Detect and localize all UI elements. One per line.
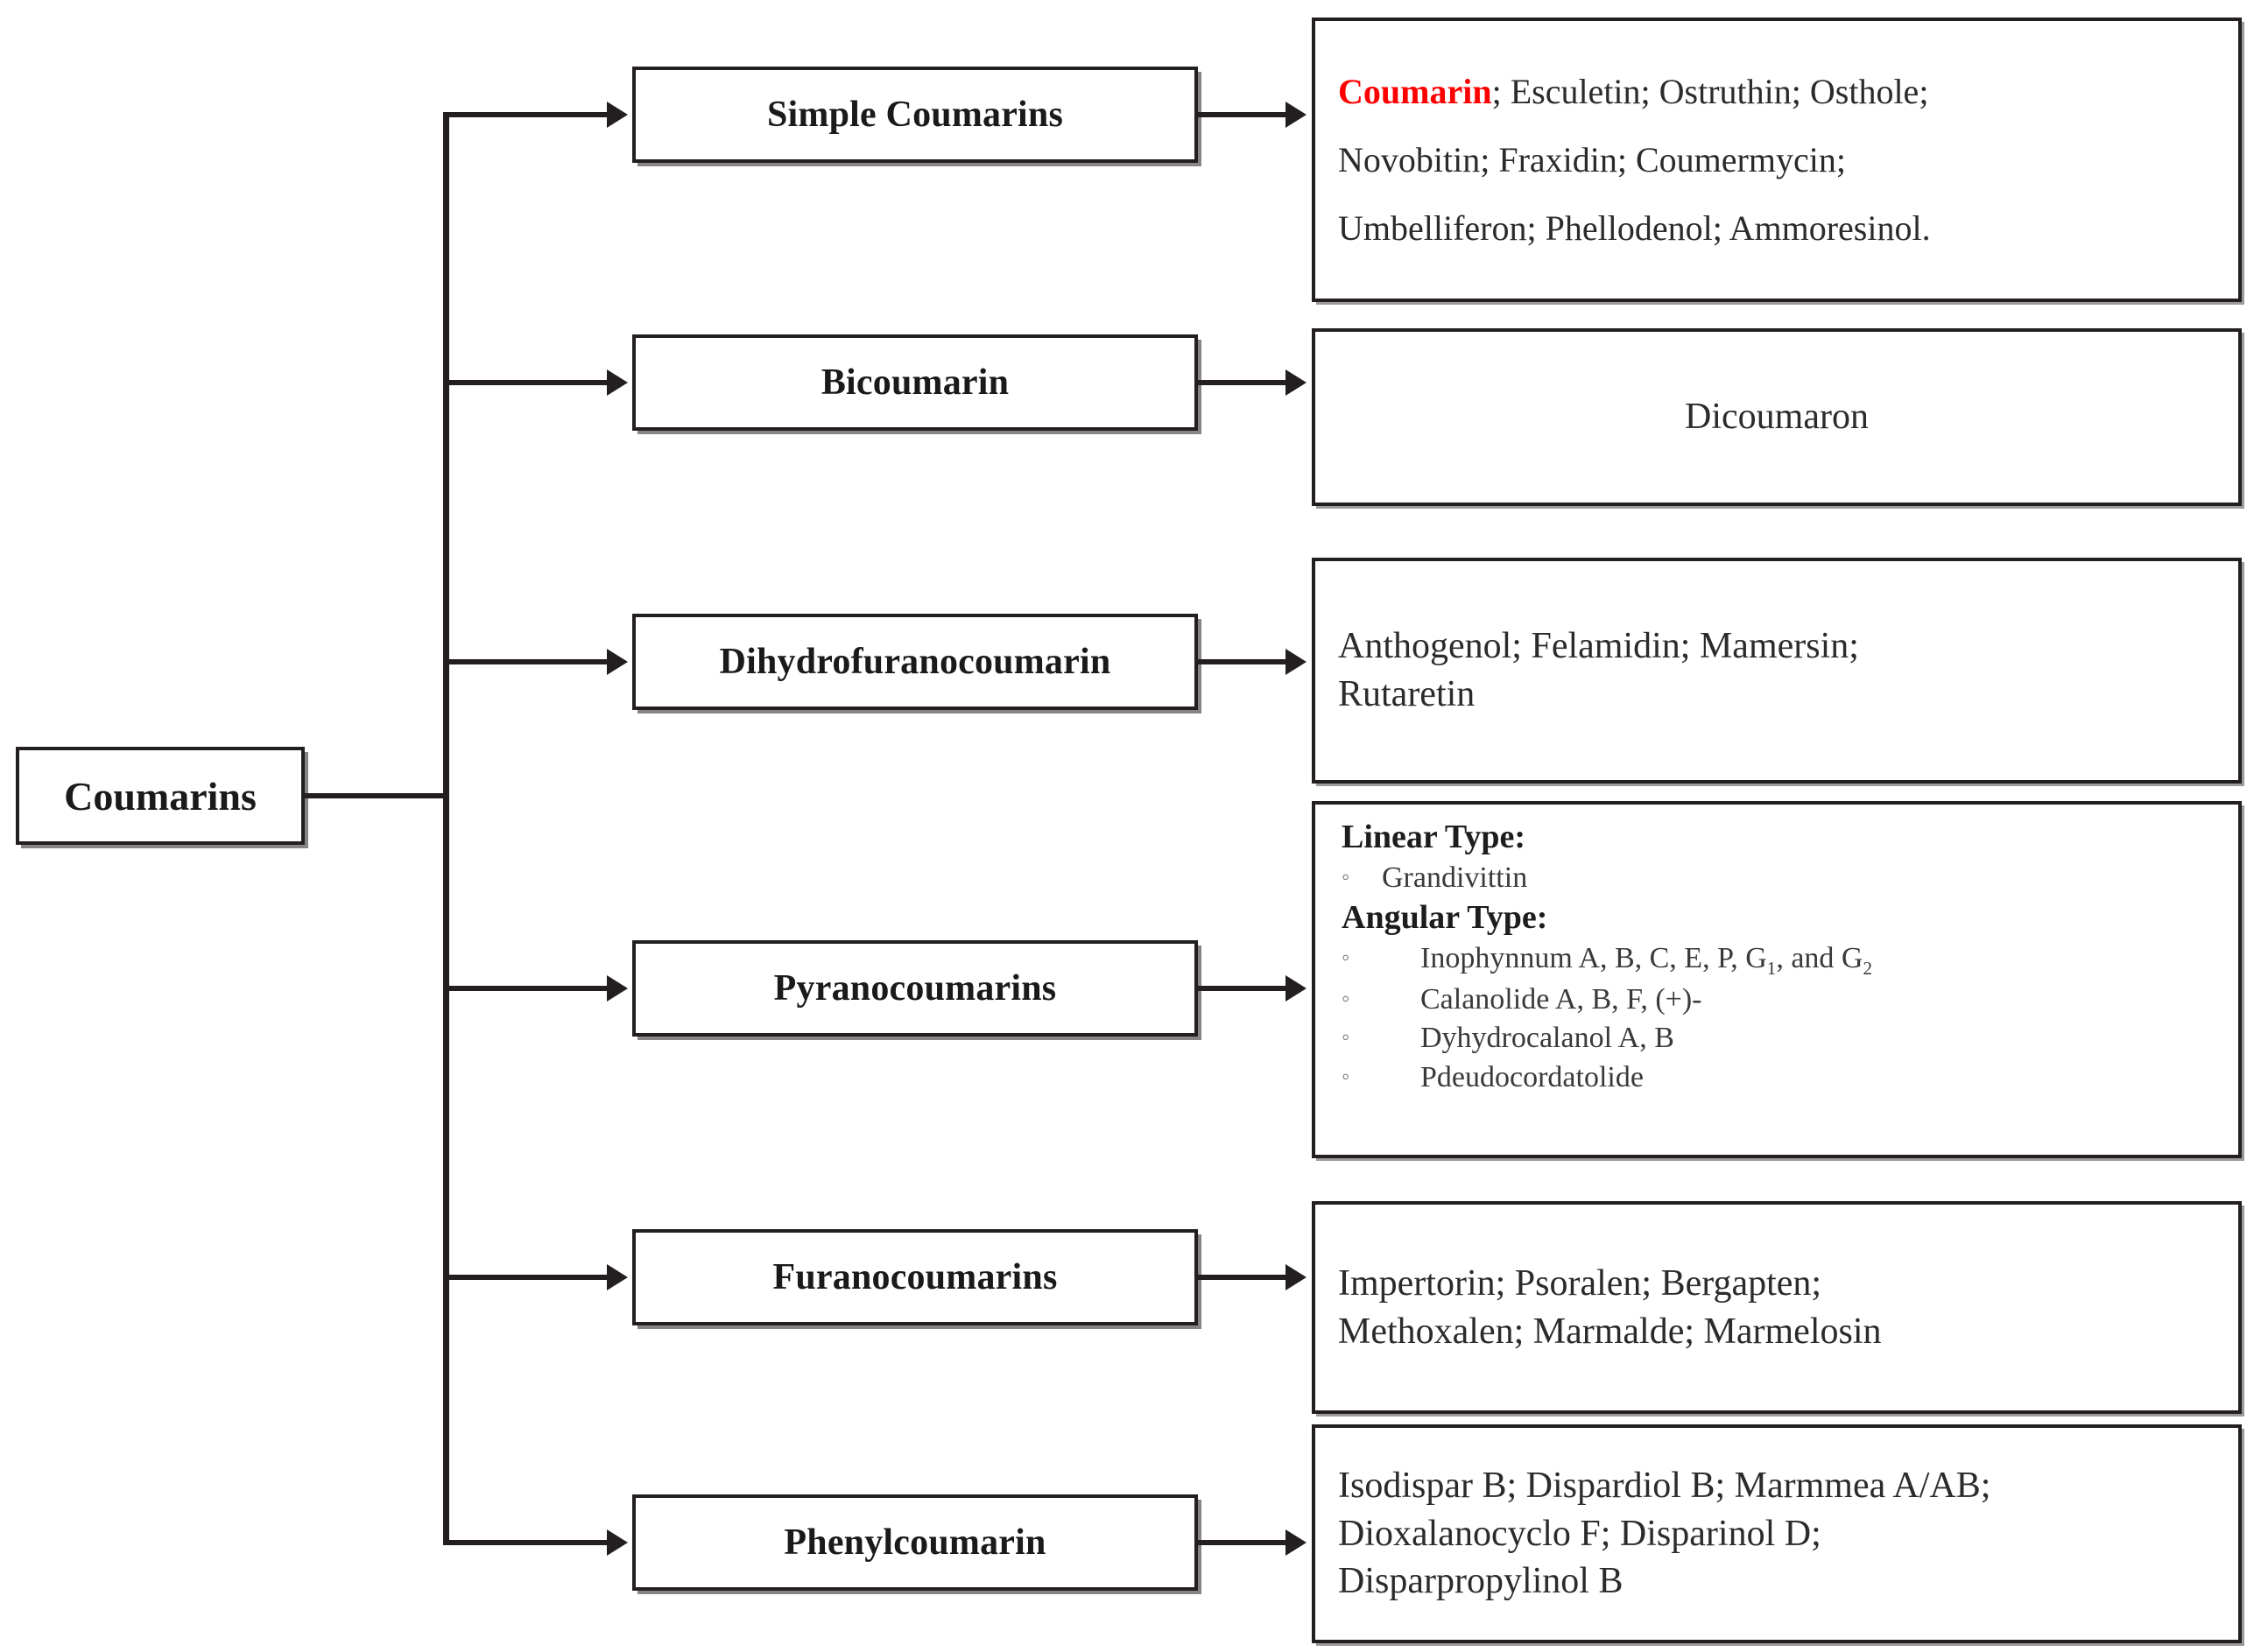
highlighted-example-coumarin: Coumarin <box>1338 71 1492 111</box>
root-connector-line <box>302 793 447 798</box>
examples-box-furanocoumarins: Impertorin; Psoralen; Bergapten; Methoxa… <box>1312 1201 2242 1414</box>
detail-line-pyranocoumarins <box>1198 986 1294 991</box>
branch-line-bicoumarin <box>446 380 609 385</box>
detail-arrow-furanocoumarins <box>1285 1264 1307 1290</box>
list-item: ◦ Grandivittin <box>1342 859 2212 897</box>
detail-line-furanocoumarins <box>1198 1275 1294 1280</box>
list-item: ◦ Dyhydrocalanol A, B <box>1342 1019 2212 1058</box>
list-item-label: Dyhydrocalanol A, B <box>1420 1022 1674 1055</box>
examples-line-2: Novobitin; Fraxidin; Coumermycin; <box>1338 139 1846 179</box>
category-box-pyranocoumarins[interactable]: Pyranocoumarins <box>632 940 1198 1037</box>
examples-box-simple-coumarins: Coumarin; Esculetin; Ostruthin; Osthole;… <box>1312 18 2242 302</box>
examples-line-1: Anthogenol; Felamidin; Mamersin; <box>1338 626 1859 667</box>
examples-box-pyranocoumarins: Linear Type: ◦ Grandivittin Angular Type… <box>1312 801 2242 1158</box>
examples-line-3: Disparpropylinol B <box>1338 1561 1624 1602</box>
detail-line-bicoumarin <box>1198 380 1294 385</box>
branch-arrow-dihydrofuranocoumarin <box>607 649 628 675</box>
list-item-label-part-2: , and G <box>1776 941 1863 974</box>
list-item: ◦ Inophynnum A, B, C, E, P, G1, and G2 <box>1342 939 2212 981</box>
examples-line-1: Isodispar B; Dispardiol B; Marmmea A/AB; <box>1338 1466 1991 1507</box>
detail-arrow-phenylcoumarin <box>1285 1529 1307 1556</box>
detail-arrow-bicoumarin <box>1285 369 1307 396</box>
list-item-label: Grandivittin <box>1382 861 1528 894</box>
examples-line-3: Umbelliferon; Phellodenol; Ammoresinol. <box>1338 207 1931 248</box>
examples-box-phenylcoumarin: Isodispar B; Dispardiol B; Marmmea A/AB;… <box>1312 1424 2242 1643</box>
examples-box-dihydrofuranocoumarin: Anthogenol; Felamidin; Mamersin; Rutaret… <box>1312 558 2242 784</box>
detail-line-dihydrofuranocoumarin <box>1198 659 1294 664</box>
category-box-bicoumarin[interactable]: Bicoumarin <box>632 334 1198 431</box>
trunk-vertical-line <box>443 112 449 1545</box>
detail-line-simple-coumarins <box>1198 112 1294 117</box>
list-item-label: Calanolide A, B, F, (+)- <box>1420 983 1702 1016</box>
circle-bullet-icon: ◦ <box>1342 1024 1350 1051</box>
examples-line-1: Coumarin; Esculetin; Ostruthin; Osthole; <box>1338 58 2215 126</box>
branch-line-simple-coumarins <box>446 112 609 117</box>
branch-line-furanocoumarins <box>446 1275 609 1280</box>
category-box-phenylcoumarin[interactable]: Phenylcoumarin <box>632 1494 1198 1591</box>
examples-line-1: Impertorin; Psoralen; Bergapten; <box>1338 1262 1822 1304</box>
circle-bullet-icon: ◦ <box>1342 1063 1350 1089</box>
branch-arrow-phenylcoumarin <box>607 1529 628 1556</box>
circle-bullet-icon: ◦ <box>1342 986 1350 1012</box>
detail-line-phenylcoumarin <box>1198 1540 1294 1545</box>
examples-line-1-rest: ; Esculetin; Ostruthin; Osthole; <box>1491 71 1929 111</box>
list-item-label: Pdeudocordatolide <box>1420 1060 1644 1093</box>
circle-bullet-icon: ◦ <box>1342 863 1350 889</box>
group-heading-angular-type: Angular Type: <box>1342 899 1548 937</box>
branch-arrow-pyranocoumarins <box>607 975 628 1002</box>
branch-line-dihydrofuranocoumarin <box>446 659 609 664</box>
category-box-furanocoumarins[interactable]: Furanocoumarins <box>632 1229 1198 1325</box>
list-item: ◦ Calanolide A, B, F, (+)- <box>1342 981 2212 1019</box>
detail-arrow-dihydrofuranocoumarin <box>1285 649 1307 675</box>
detail-arrow-pyranocoumarins <box>1285 975 1307 1002</box>
branch-line-pyranocoumarins <box>446 986 609 991</box>
category-box-dihydrofuranocoumarin[interactable]: Dihydrofuranocoumarin <box>632 614 1198 710</box>
circle-bullet-icon: ◦ <box>1342 944 1350 970</box>
list-item: ◦ Pdeudocordatolide <box>1342 1058 2212 1097</box>
examples-line-2: Methoxalen; Marmalde; Marmelosin <box>1338 1311 1882 1352</box>
examples-box-bicoumarin: Dicoumaron <box>1312 328 2242 506</box>
branch-arrow-furanocoumarins <box>607 1264 628 1290</box>
examples-line-2: Rutaretin <box>1338 674 1476 714</box>
examples-line-2: Dioxalanocyclo F; Disparinol D; <box>1338 1513 1821 1554</box>
detail-arrow-simple-coumarins <box>1285 102 1307 128</box>
group-heading-linear-type: Linear Type: <box>1342 819 1526 855</box>
root-node-coumarins[interactable]: Coumarins <box>16 747 305 845</box>
list-item-subscript-1: 1 <box>1766 957 1777 979</box>
category-box-simple-coumarins[interactable]: Simple Coumarins <box>632 67 1198 163</box>
list-item-label: Inophynnum A, B, C, E, P, G1, and G2 <box>1420 939 2212 981</box>
list-item-label-part-1: Inophynnum A, B, C, E, P, G <box>1420 941 1767 974</box>
branch-line-phenylcoumarin <box>446 1540 609 1545</box>
list-item-subscript-2: 2 <box>1863 957 1873 979</box>
examples-line-dicoumaron: Dicoumaron <box>1685 397 1869 438</box>
branch-arrow-bicoumarin <box>607 369 628 396</box>
branch-arrow-simple-coumarins <box>607 102 628 128</box>
